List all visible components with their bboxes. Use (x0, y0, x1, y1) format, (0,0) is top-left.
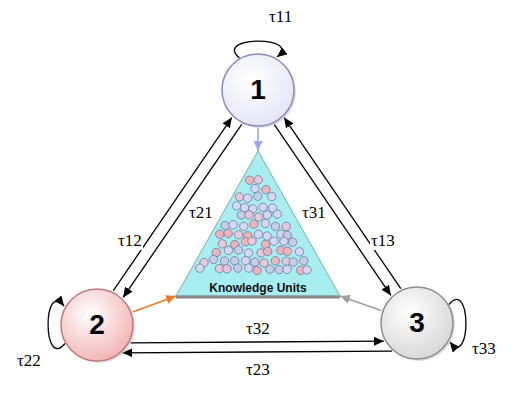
rate-label: τ11 (268, 8, 293, 26)
connector (130, 341, 383, 343)
knowledge-dot (235, 193, 243, 201)
knowledge-dot (289, 258, 297, 266)
knowledge-dot (224, 246, 232, 254)
circle-body (222, 54, 294, 126)
knowledge-dot (263, 211, 271, 219)
connector (257, 128, 259, 151)
state-number: 2 (89, 310, 105, 340)
knowledge-dot (229, 221, 237, 229)
triangle-body (176, 151, 340, 296)
knowledge-dot (283, 265, 291, 273)
knowledge-dot (300, 257, 308, 265)
knowledge-dot (266, 265, 274, 273)
connector (340, 296, 381, 310)
knowledge-dot (218, 240, 226, 248)
knowledge-dot (216, 230, 224, 238)
knowledge-dot (254, 192, 262, 200)
knowledge-dot (245, 264, 253, 272)
rate-label: τ21 (188, 204, 214, 222)
state-number: 3 (409, 308, 425, 338)
knowledge-dot (259, 203, 267, 211)
connector (133, 296, 176, 312)
knowledge-dot (268, 192, 276, 200)
rate-label: τ33 (471, 340, 497, 358)
rate-label: τ32 (245, 320, 271, 338)
triangle-outline (174, 150, 342, 300)
knowledge-dot (244, 249, 252, 257)
knowledge-dot (220, 257, 228, 265)
knowledge-dot (295, 248, 303, 256)
knowledge-dot (237, 211, 245, 219)
knowledge-dot (244, 194, 252, 202)
knowledge-dot (264, 247, 272, 255)
state-circle: 1 (221, 53, 295, 127)
rate-label: τ22 (16, 352, 42, 370)
knowledge-dot (234, 231, 242, 239)
knowledge-dot (251, 184, 259, 192)
knowledge-dot (224, 229, 232, 237)
knowledge-dot (288, 238, 296, 246)
circle-body (61, 289, 133, 361)
knowledge-dot (261, 219, 269, 227)
knowledge-dot (280, 237, 288, 245)
knowledge-dot (275, 265, 283, 273)
knowledge-dot (234, 264, 242, 272)
triangle-label: Knowledge Units (209, 281, 306, 295)
knowledge-dot (196, 264, 204, 272)
triangle-base (176, 296, 340, 299)
rate-label: τ23 (245, 361, 271, 379)
knowledge-dot (234, 246, 242, 254)
knowledge-dot (273, 210, 281, 218)
knowledge-dot (254, 230, 262, 238)
knowledge-dot (221, 221, 229, 229)
knowledge-dot (248, 237, 256, 245)
connector (284, 118, 401, 289)
circle-body (381, 287, 453, 359)
knowledge-dot (262, 185, 270, 193)
knowledge-dot (223, 265, 231, 273)
knowledge-dot (283, 247, 291, 255)
state-circle: 2 (60, 288, 134, 362)
knowledge-dot (245, 211, 253, 219)
rate-label: τ12 (117, 232, 143, 250)
knowledge-dot (253, 266, 261, 274)
knowledge-dot (270, 237, 278, 245)
knowledge-dot (250, 220, 258, 228)
state-circle: 3 (380, 286, 454, 360)
connector (122, 351, 392, 353)
knowledge-dot (271, 222, 279, 230)
knowledge-dot (209, 255, 217, 263)
knowledge-dot (254, 176, 262, 184)
knowledge-triangle: Knowledge Units (174, 150, 342, 300)
rate-label: τ13 (370, 232, 396, 250)
state-number: 1 (250, 75, 266, 105)
knowledge-dot (245, 176, 253, 184)
knowledge-dot (303, 266, 311, 274)
rate-label: τ31 (301, 204, 327, 222)
knowledge-dot (255, 213, 263, 221)
knowledge-dot (232, 202, 240, 210)
knowledge-dot (271, 257, 279, 265)
knowledge-dot (240, 222, 248, 230)
knowledge-dot (282, 222, 290, 230)
